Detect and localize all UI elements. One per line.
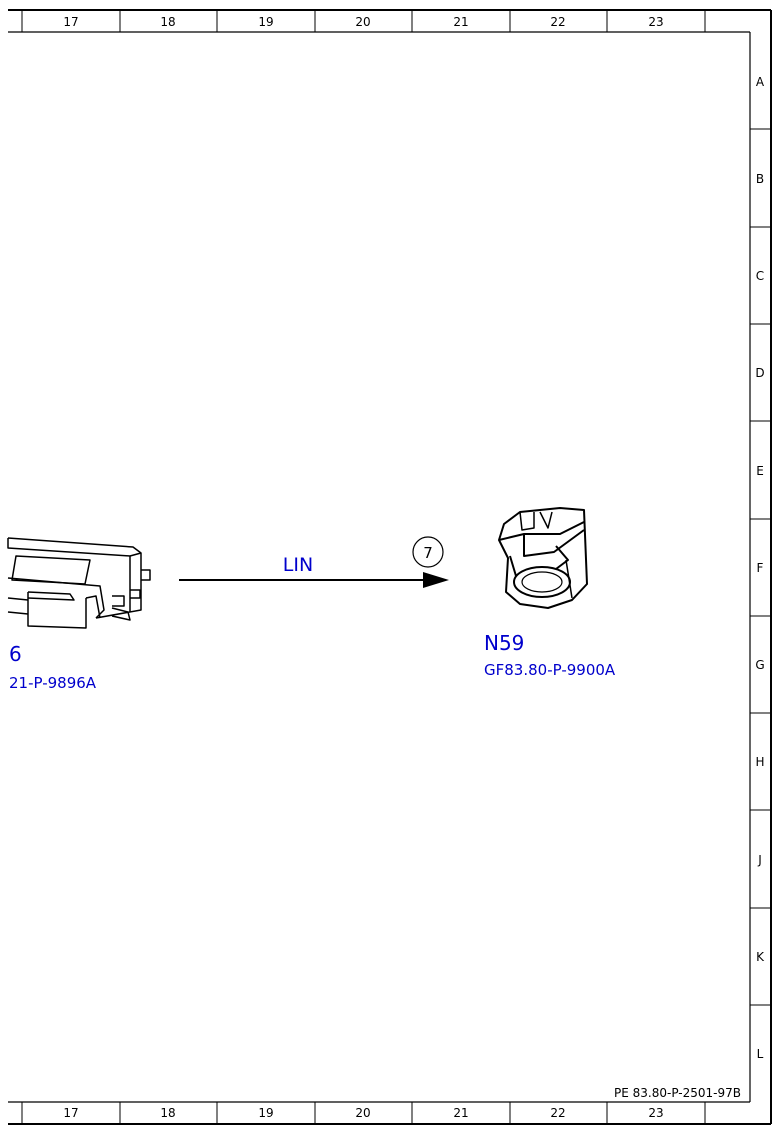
- row-strip-right: [750, 128, 771, 1006]
- col-label-22-bottom: 22: [550, 1106, 565, 1120]
- left-component-code: 6: [9, 642, 22, 666]
- col-label-20: 20: [355, 15, 370, 29]
- row-label-g: G: [755, 658, 764, 672]
- row-labels-right: A B C D E F G H J K L: [755, 75, 765, 1061]
- col-label-20-bottom: 20: [355, 1106, 370, 1120]
- row-label-h: H: [755, 755, 764, 769]
- col-label-18: 18: [160, 15, 175, 29]
- right-component-ref: GF83.80-P-9900A: [484, 661, 616, 679]
- col-label-23-bottom: 23: [648, 1106, 663, 1120]
- control-unit-illustration: [7, 537, 151, 629]
- sheet-frame: [8, 9, 772, 1125]
- document-reference: PE 83.80-P-2501-97B: [614, 1086, 741, 1100]
- row-label-a: A: [756, 75, 765, 89]
- row-label-l: L: [757, 1047, 764, 1061]
- column-labels-bottom: 17 18 19 20 21 22 23: [63, 1106, 663, 1120]
- col-label-21-bottom: 21: [453, 1106, 468, 1120]
- right-component-code: N59: [484, 631, 524, 655]
- row-label-d: D: [755, 366, 764, 380]
- col-label-21: 21: [453, 15, 468, 29]
- row-label-e: E: [756, 464, 764, 478]
- row-label-j: J: [757, 853, 762, 867]
- col-label-19-bottom: 19: [258, 1106, 273, 1120]
- connection-number: 7: [423, 544, 433, 562]
- lin-connection-arrow: [179, 572, 449, 588]
- row-label-c: C: [756, 269, 764, 283]
- row-label-f: F: [757, 561, 764, 575]
- col-label-23: 23: [648, 15, 663, 29]
- col-label-17: 17: [63, 15, 78, 29]
- column-strip-bottom: [21, 1102, 706, 1124]
- row-label-b: B: [756, 172, 764, 186]
- connection-number-badge: 7: [412, 536, 444, 568]
- column-labels-top: 17 18 19 20 21 22 23: [63, 15, 663, 29]
- col-label-22: 22: [550, 15, 565, 29]
- col-label-19: 19: [258, 15, 273, 29]
- row-label-k: K: [756, 950, 765, 964]
- col-label-17-bottom: 17: [63, 1106, 78, 1120]
- lin-label: LIN: [283, 554, 313, 576]
- sensor-illustration: [498, 507, 588, 609]
- left-component-ref: 21-P-9896A: [9, 674, 97, 692]
- col-label-18-bottom: 18: [160, 1106, 175, 1120]
- column-strip-top: [21, 10, 706, 32]
